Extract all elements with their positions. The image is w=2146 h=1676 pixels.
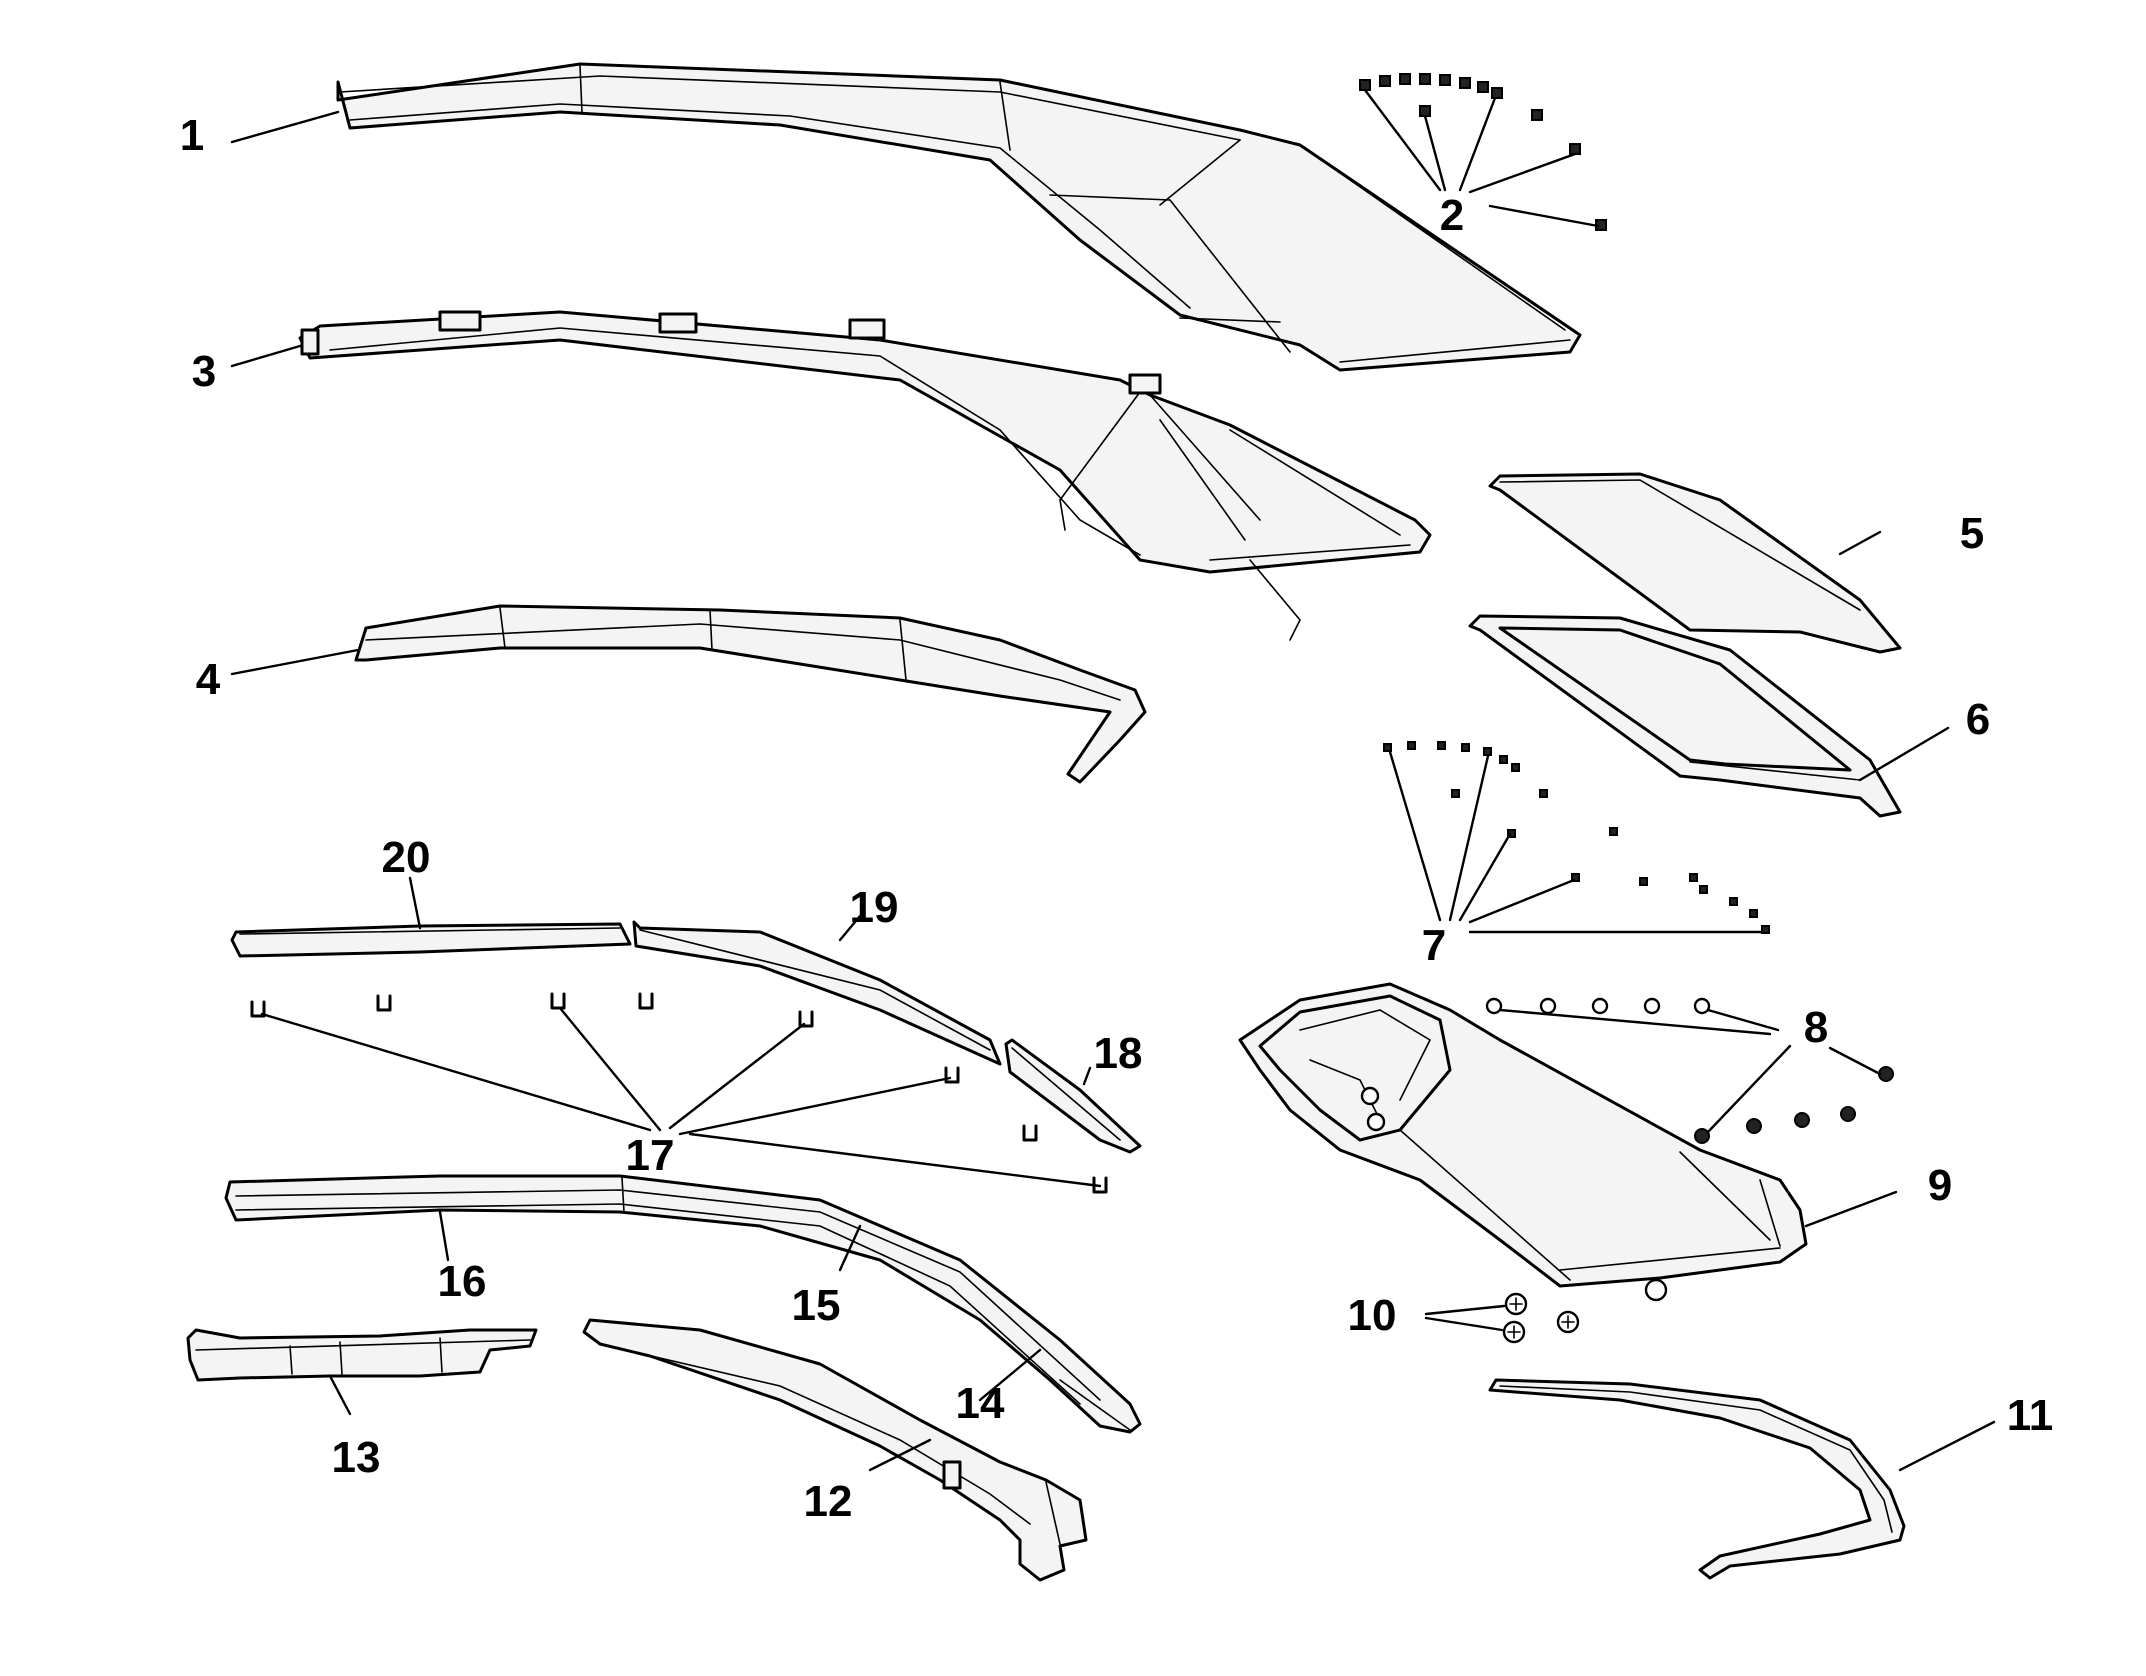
fastener-icon	[1485, 997, 1894, 1144]
screw-icon	[1359, 73, 1607, 231]
callout-5: 5	[1960, 509, 1984, 558]
callout-3: 3	[192, 347, 216, 396]
callout-6: 6	[1966, 695, 1990, 744]
callout-1: 1	[180, 111, 204, 160]
callout-20: 20	[382, 833, 431, 882]
part-front-lower-trim	[186, 1328, 538, 1382]
callout-11: 11	[2007, 1391, 2054, 1440]
part-drip-rails	[230, 920, 1142, 1154]
part-side-rail-trim	[354, 604, 1147, 784]
part-retainer-clips	[250, 992, 1108, 1194]
callout-10: 10	[1348, 1291, 1397, 1340]
part-inner-roof-frame	[298, 310, 1432, 641]
callout-9: 9	[1928, 1161, 1952, 1210]
callout-labels: 1 2 3 4 5 6 7 8 9 10 11 12 13 14 15 16 1…	[180, 111, 2054, 1526]
part-glass-frame-screws	[1383, 741, 1770, 934]
part-rear-hatch-shell	[1238, 982, 1808, 1302]
part-upper-roof-panel	[336, 62, 1582, 372]
part-weatherstrip	[224, 1174, 1142, 1434]
callout-leaders	[230, 110, 1996, 1472]
callout-13: 13	[332, 1433, 381, 1482]
callout-19: 19	[850, 883, 899, 932]
part-rear-quarter-trim	[582, 1318, 1088, 1582]
part-rear-glass	[1488, 472, 1902, 654]
nut-icon	[1502, 1292, 1580, 1344]
callout-14: 14	[956, 1379, 1005, 1428]
callout-18: 18	[1094, 1029, 1143, 1078]
callout-15: 15	[792, 1281, 841, 1330]
screw-icon	[1383, 741, 1770, 934]
callout-4: 4	[196, 655, 221, 704]
part-hatch-nuts	[1424, 1292, 1580, 1344]
callout-8: 8	[1804, 1003, 1828, 1052]
callout-7: 7	[1422, 921, 1446, 970]
part-rear-arch-seal	[1488, 1378, 1906, 1580]
callout-17: 17	[626, 1131, 675, 1180]
callout-2: 2	[1440, 191, 1464, 240]
callout-16: 16	[438, 1257, 487, 1306]
part-rear-hatch-fasteners	[1485, 997, 1894, 1144]
clip-icon	[250, 992, 1108, 1194]
callout-12: 12	[804, 1477, 853, 1526]
part-roof-panel-screws	[1359, 73, 1607, 231]
part-rear-glass-frame	[1468, 614, 1902, 818]
